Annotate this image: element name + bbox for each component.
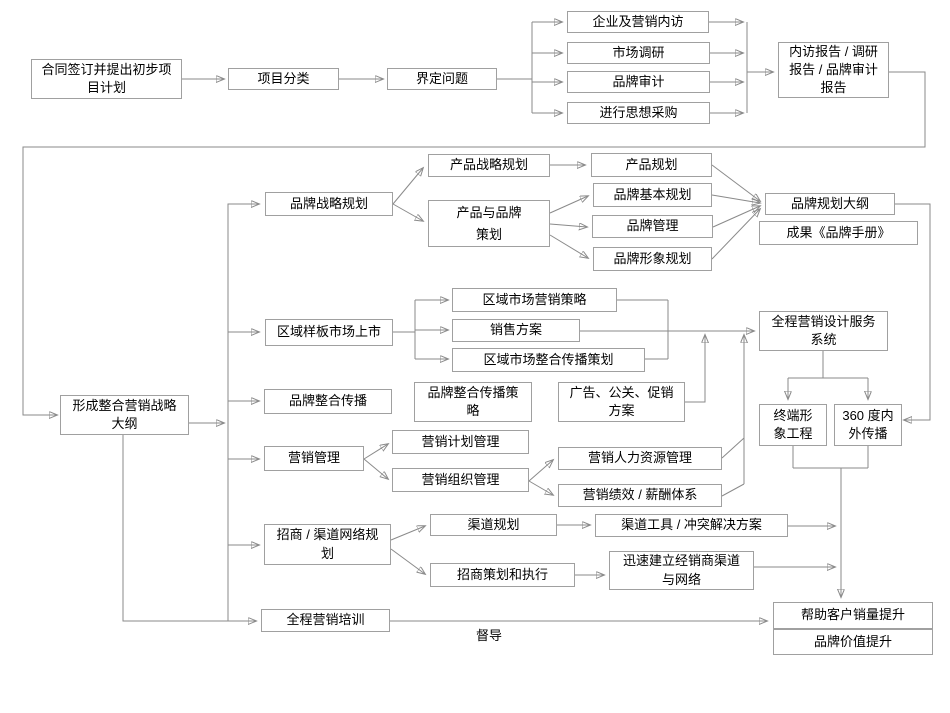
node-brand-basic-plan: 品牌基本规划 xyxy=(593,183,712,207)
node-reports: 内访报告 / 调研 报告 / 品牌审计 报告 xyxy=(778,42,889,98)
node-product-plan: 产品规划 xyxy=(591,153,712,177)
node-invest-exec: 招商策划和执行 xyxy=(430,563,575,587)
node-perf-comp: 营销绩效 / 薪酬体系 xyxy=(558,484,722,507)
node-brand-icomm: 品牌整合传播 xyxy=(264,389,392,414)
node-region-comms-plan: 区域市场整合传播策划 xyxy=(452,348,645,372)
node-terminal-image: 终端形 象工程 xyxy=(759,404,827,446)
node-ad-pr-promo: 广告、公关、促销 方案 xyxy=(558,382,685,422)
node-region-launch: 区域样板市场上市 xyxy=(265,319,393,346)
node-channel-plan: 渠道规划 xyxy=(430,514,557,536)
node-marketing-mgmt: 营销管理 xyxy=(264,446,364,471)
node-marketing-org-mgmt: 营销组织管理 xyxy=(392,468,529,492)
node-dealer-network: 迅速建立经销商渠道 与网络 xyxy=(609,551,754,590)
node-region-marketing-strategy: 区域市场营销策略 xyxy=(452,288,617,312)
arrow-connectors xyxy=(22,22,931,621)
node-brand-management: 品牌管理 xyxy=(592,215,713,238)
node-360-communication: 360 度内 外传播 xyxy=(834,404,902,446)
node-brand-icomm-strategy: 品牌整合传播策 略 xyxy=(414,382,532,422)
node-service-system: 全程营销设计服务 系统 xyxy=(759,311,888,351)
node-channel-tools: 渠道工具 / 冲突解决方案 xyxy=(595,514,788,537)
node-marketing-training: 全程营销培训 xyxy=(261,609,390,632)
node-brand-manual: 成果《品牌手册》 xyxy=(759,221,918,245)
node-define-problem: 界定问题 xyxy=(387,68,497,90)
node-product-strategy: 产品战略规划 xyxy=(428,154,550,177)
node-hr-mgmt: 营销人力资源管理 xyxy=(558,447,722,470)
node-market-research: 市场调研 xyxy=(567,42,710,64)
node-brand-image-plan: 品牌形象规划 xyxy=(593,247,712,271)
node-internal-visit: 企业及营销内访 xyxy=(567,11,709,33)
node-product-brand-planning: 产品与品牌 策划 xyxy=(428,200,550,247)
node-brand-value: 品牌价值提升 xyxy=(773,629,933,655)
node-marketing-plan-mgmt: 营销计划管理 xyxy=(392,430,529,454)
node-project-classify: 项目分类 xyxy=(228,68,339,90)
supervision-label: 督导 xyxy=(476,628,503,643)
node-channel-network: 招商 / 渠道网络规 划 xyxy=(264,524,391,565)
node-contract: 合同签订并提出初步项 目计划 xyxy=(31,59,182,99)
node-sales-boost: 帮助客户销量提升 xyxy=(773,602,933,629)
node-brand-strategy: 品牌战略规划 xyxy=(265,192,393,216)
node-strategy-outline: 形成整合营销战略 大纲 xyxy=(60,395,189,435)
node-brand-plan-outline: 品牌规划大纲 xyxy=(765,193,895,215)
node-thought-procurement: 进行思想采购 xyxy=(567,102,710,124)
node-sales-plan: 销售方案 xyxy=(452,319,580,342)
node-brand-audit: 品牌审计 xyxy=(567,71,710,93)
